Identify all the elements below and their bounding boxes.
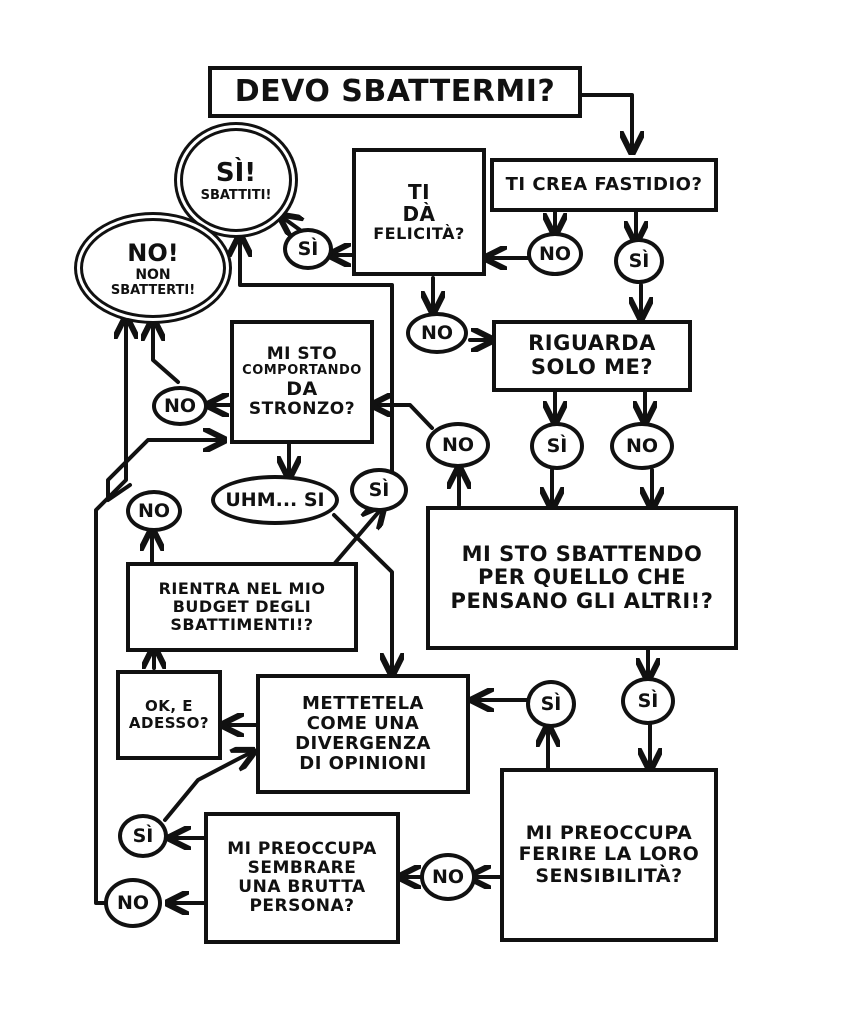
question-riguarda-l1: RIGUARDA: [528, 331, 656, 356]
answer-brutta-no: NO: [104, 878, 162, 928]
answer-fastidio-no: NO: [527, 232, 583, 276]
question-riguarda: RIGUARDA SOLO ME?: [492, 320, 692, 392]
arrow-uhm-to-mettetela: [332, 513, 392, 672]
question-ferire-l1: MI PREOCCUPA: [525, 822, 693, 845]
question-brutta: MI PREOCCUPA SEMBRARE UNA BRUTTA PERSONA…: [204, 812, 400, 944]
answer-label: NO: [625, 435, 659, 457]
answer-label: NO: [137, 500, 171, 522]
action-mettetela: METTETELA COME UNA DIVERGENZA DI OPINION…: [256, 674, 470, 794]
question-stronzo: MI STO COMPORTANDO DA STRONZO?: [230, 320, 374, 444]
answer-label: NO: [441, 434, 475, 456]
answer-label: NO: [431, 866, 465, 888]
arrow-si-to-yes-outcome: [240, 238, 394, 477]
question-adesso-l2: ADESSO?: [128, 714, 210, 732]
question-brutta-l1: MI PREOCCUPA: [227, 838, 377, 859]
question-brutta-l3: UNA BRUTTA: [238, 877, 366, 897]
action-mettetela-l1: METTETELA: [302, 692, 424, 714]
answer-label: NO: [116, 892, 150, 914]
question-fastidio: TI CREA FASTIDIO?: [490, 158, 718, 212]
question-altri-l1: MI STO SBATTENDO: [461, 541, 703, 566]
outcome-no-line3: SBATTERTI!: [110, 282, 196, 298]
question-altri-l2: PER QUELLO CHE: [478, 565, 686, 590]
action-mettetela-l3: DIVERGENZA: [295, 733, 431, 754]
answer-label: SÌ: [132, 825, 154, 847]
answer-ferire-no: NO: [420, 853, 476, 901]
answer-riguarda-si: SÌ: [530, 422, 584, 470]
answer-riguarda-no: NO: [610, 422, 674, 470]
answer-label: SÌ: [540, 693, 562, 715]
answer-altri-si-down: SÌ: [621, 677, 675, 725]
question-altri: MI STO SBATTENDO PER QUELLO CHE PENSANO …: [426, 506, 738, 650]
outcome-yes-big: SÌ!: [215, 157, 257, 188]
answer-label: SÌ: [297, 238, 319, 260]
arrow-si-to-yes: [282, 217, 300, 230]
question-stronzo-l4: STRONZO?: [248, 398, 356, 419]
question-riguarda-l2: SOLO ME?: [530, 355, 654, 379]
title-box: DEVO SBATTERMI?: [208, 66, 582, 118]
question-ferire-l3: SENSIBILITÀ?: [535, 864, 683, 887]
title-text: DEVO SBATTERMI?: [234, 74, 556, 110]
arrow-budget-to-si: [333, 508, 382, 565]
arrow-no-to-no-outcome: [153, 322, 180, 384]
question-stronzo-l2: COMPORTANDO: [242, 363, 362, 379]
outcome-yes-small: SBATTITI!: [200, 187, 272, 203]
answer-label: SÌ: [628, 250, 650, 272]
answer-label: SÌ: [546, 435, 568, 457]
question-brutta-l2: SEMBRARE: [247, 857, 357, 878]
answer-altri-si-left: SÌ: [526, 680, 576, 728]
answer-stronzo-no: NO: [152, 386, 208, 426]
answer-label: NO: [163, 395, 197, 417]
answer-felicita-si: SÌ: [283, 228, 333, 270]
question-felicita: TI DÀ FELICITÀ?: [352, 148, 486, 276]
question-stronzo-l1: MI STO: [266, 344, 338, 365]
question-fastidio-text: TI CREA FASTIDIO?: [505, 173, 703, 195]
arrow-no-to-stronzo-back: [106, 440, 222, 502]
arrow-title-to-fastidio: [580, 93, 632, 150]
answer-label: UHM... SI: [225, 489, 325, 511]
question-adesso-l1: OK, E: [144, 697, 194, 716]
answer-brutta-si: SÌ: [118, 814, 168, 858]
answer-felicita-no: NO: [406, 312, 468, 354]
action-mettetela-l2: COME UNA: [306, 712, 420, 734]
question-brutta-l4: PERSONA?: [249, 896, 355, 917]
question-felicita-l3: FELICITÀ?: [373, 224, 465, 244]
answer-fastidio-si: SÌ: [614, 238, 664, 284]
answer-label: SÌ: [368, 479, 390, 501]
question-budget: RIENTRA NEL MIO BUDGET DEGLI SBATTIMENTI…: [126, 562, 358, 652]
question-budget-l1: RIENTRA NEL MIO: [158, 579, 326, 599]
question-felicita-l1: TI: [407, 179, 431, 204]
answer-budget-si: SÌ: [350, 468, 408, 512]
question-altri-l3: PENSANO GLI ALTRI!?: [450, 588, 714, 613]
answer-label: NO: [538, 243, 572, 265]
answer-label: NO: [420, 322, 454, 344]
arrow-si-to-mettetela-diag: [163, 752, 252, 822]
outcome-no: NO! NON SBATTERTI!: [80, 218, 226, 318]
arrow-no-to-stronzo: [375, 405, 434, 430]
question-budget-l3: SBATTIMENTI!?: [170, 614, 314, 634]
question-stronzo-l3: DA: [286, 377, 318, 400]
question-ferire: MI PREOCCUPA FERIRE LA LORO SENSIBILITÀ?: [500, 768, 718, 942]
outcome-no-big: NO!: [127, 238, 179, 267]
question-budget-l2: BUDGET DEGLI: [172, 597, 312, 617]
action-mettetela-l4: DI OPINIONI: [299, 753, 427, 775]
question-felicita-l2: DÀ: [402, 202, 436, 227]
answer-budget-no: NO: [126, 490, 182, 532]
answer-altri-no: NO: [426, 422, 490, 468]
answer-stronzo-uhm: UHM... SI: [211, 475, 339, 525]
outcome-no-line2: NON: [135, 266, 171, 283]
answer-label: SÌ: [637, 690, 659, 712]
question-adesso: OK, E ADESSO?: [116, 670, 222, 760]
arrow-no-to-no-outcome-long: [94, 320, 126, 905]
outcome-yes: SÌ! SBATTITI!: [180, 128, 292, 232]
question-ferire-l2: FERIRE LA LORO: [518, 843, 700, 866]
